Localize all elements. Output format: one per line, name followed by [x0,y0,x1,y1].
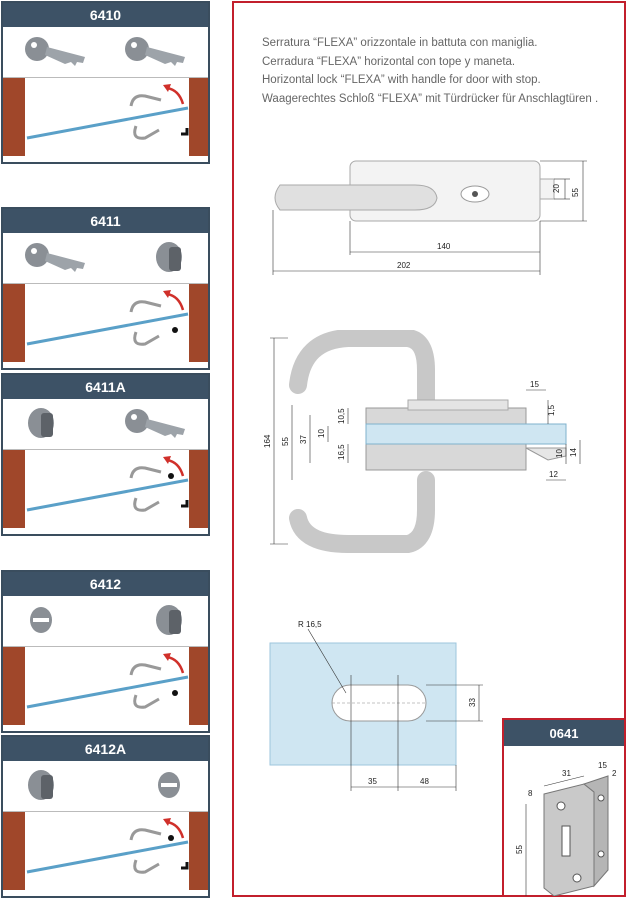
lock-options [3,761,208,812]
dim-14: 14 [569,448,578,457]
dim-15-acc: 15 [598,761,607,770]
dim-55-acc: 55 [515,845,524,854]
description-es: Cerradura “FLEXA” horizontal con tope y … [262,55,516,68]
dim-10-5: 10,5 [337,408,346,424]
dim-31: 31 [562,769,571,778]
door-diagram [3,78,208,156]
model-card-6412: 6412 [1,570,210,733]
radius-label: R 16,5 [298,620,322,629]
lock-options [3,399,208,450]
dim-10: 10 [317,429,326,438]
door-diagram [3,647,208,725]
door-diagram [3,284,208,362]
dim-12: 12 [549,470,558,479]
knob-icon [28,408,54,438]
description-de: Waagerechtes Schloß “FLEXA” mit Türdrück… [262,92,599,105]
dim-202: 202 [397,261,411,270]
dim-2: 2 [612,769,617,778]
dim-20: 20 [552,184,561,193]
model-code: 6411 [3,209,208,233]
key-icon [125,409,185,438]
dim-55: 55 [571,188,580,197]
lock-options [3,27,208,78]
lock-options [3,596,208,647]
dim-10-right: 10 [555,449,564,458]
dim-37: 37 [299,435,308,444]
model-code: 6410 [3,3,208,27]
dim-1-5: 1,5 [547,404,556,416]
description-en: Horizontal lock “FLEXA” with handle for … [262,74,541,86]
accessory-code: 0641 [504,720,624,746]
dim-55-section: 55 [281,437,290,446]
dim-48: 48 [420,777,429,786]
lock-top-view-drawing: 20 55 140 202 [272,160,587,275]
thumb-turn-icon [158,772,180,798]
dim-8: 8 [528,789,533,798]
door-diagram [3,812,208,890]
glass-cutout-drawing: R 16,5 33 35 48 [269,620,483,791]
dim-164: 164 [263,434,272,448]
model-code: 6412 [3,572,208,596]
accessory-card-0641: 0641 31 15 2 8 55 [502,718,626,897]
model-code: 6411A [3,375,208,399]
key-icon [25,37,185,66]
dim-16-5: 16,5 [337,444,346,460]
model-card-6410: 6410 [1,1,210,164]
thumb-turn-icon [30,607,52,633]
model-card-6411A: 6411A [1,373,210,536]
door-diagram [3,450,208,528]
knob-icon [28,770,54,800]
description-it: Serratura “FLEXA” orizzontale in battuta… [262,37,538,49]
product-frame [232,1,626,897]
product-description: Serratura “FLEXA” orizzontale in battuta… [262,34,598,108]
dim-33: 33 [468,698,477,707]
model-card-6412A: 6412A [1,735,210,898]
model-code: 6412A [3,737,208,761]
lock-options [3,233,208,284]
dim-35: 35 [368,777,377,786]
knob-icon [156,605,182,635]
dim-140: 140 [437,242,451,251]
knob-icon [156,242,182,272]
lock-section-drawing: 164 55 37 10 10,5 16,5 15 1,5 10 14 12 [263,330,581,553]
dim-15: 15 [530,380,539,389]
key-icon [25,243,85,272]
model-card-6411: 6411 [1,207,210,370]
